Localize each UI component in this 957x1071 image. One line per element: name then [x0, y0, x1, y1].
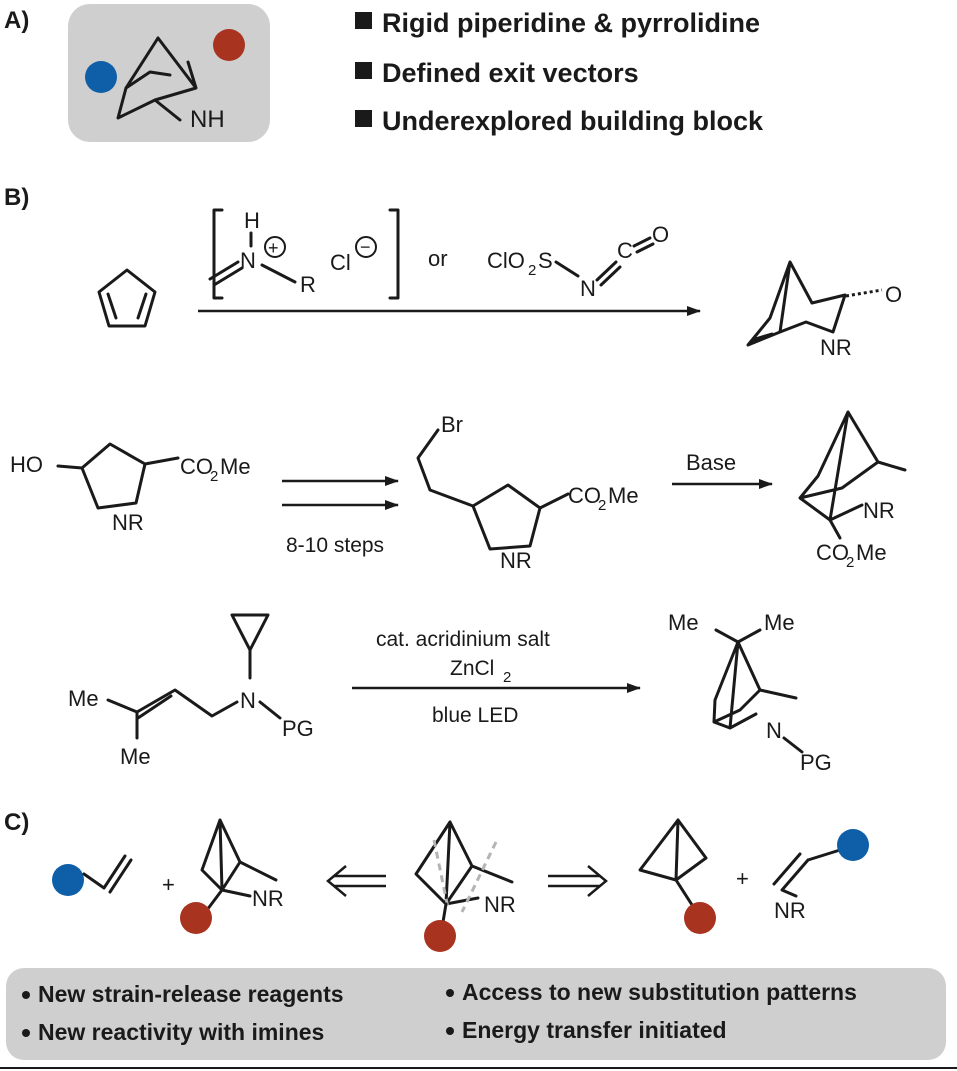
- nr-label: NR: [112, 510, 144, 535]
- summary-bullet: New strain-release reagents: [38, 981, 344, 1007]
- bullet-text: Rigid piperidine & pyrrolidine: [382, 8, 760, 38]
- cl-atom: Cl: [330, 250, 351, 275]
- me-label: Me: [120, 744, 151, 769]
- clo-subscript: 2: [528, 262, 536, 279]
- bullet-text: Underexplored building block: [382, 106, 764, 136]
- o-atom: O: [652, 222, 669, 247]
- acridinium-text: cat. acridinium salt: [376, 628, 550, 651]
- co2me-subscript: 2: [598, 497, 606, 514]
- red-substituent-dot: [180, 902, 212, 934]
- zncl-text: ZnCl: [450, 657, 494, 680]
- azabicycloheptane-ester-product: NR CO 2 Me: [798, 410, 907, 571]
- chlorosulfonyl-isocyanate-reagent: ClO 2 S N C O: [487, 222, 669, 301]
- cyclopropyl-prenyl-amine-structure: N PG Me Me: [68, 613, 314, 769]
- nr-label: NR: [500, 548, 532, 573]
- n-atom: N: [240, 688, 256, 713]
- section-c-summary-panel: [6, 968, 946, 1060]
- section-b-label: B): [4, 184, 29, 211]
- bullet-dot: [446, 1027, 454, 1035]
- red-substituent-dot: [424, 920, 456, 952]
- n-atom: N: [766, 718, 782, 743]
- h-atom: H: [244, 208, 260, 233]
- bullet-dot: [446, 989, 454, 997]
- bullet-square: [355, 12, 372, 29]
- n-atom: N: [240, 248, 256, 273]
- bromoethyl-pyrrolidine-structure: Br CO 2 Me NR: [416, 412, 639, 573]
- ho-label: HO: [10, 452, 43, 477]
- n-atom: N: [580, 276, 596, 301]
- blue-substituent-dot: [837, 829, 869, 861]
- steps-text: 8-10 steps: [286, 534, 384, 557]
- carbonyl-o: O: [885, 282, 902, 307]
- br-label: Br: [441, 412, 463, 437]
- target-azabicycle-disconnection: NR: [414, 820, 516, 952]
- section-c-label: C): [4, 809, 29, 836]
- vinyl-reagent: [52, 854, 133, 896]
- red-substituent-dot: [684, 902, 716, 934]
- bullet-dot: [22, 991, 30, 999]
- minus-charge: −: [360, 237, 371, 257]
- section-c-summary-bullets: New strain-release reagents New reactivi…: [22, 979, 857, 1045]
- me-label: Me: [764, 610, 795, 635]
- s-atom: S: [538, 248, 553, 273]
- bullet-dot: [22, 1029, 30, 1037]
- product-nr: NR: [820, 335, 852, 360]
- section-a-bullets: Rigid piperidine & pyrrolidine Defined e…: [355, 8, 764, 136]
- cyclopentadiene-structure: [97, 268, 157, 328]
- nr-label: NR: [484, 892, 516, 917]
- retrosynthesis-arrow-right: [548, 865, 608, 897]
- bullet-square: [355, 62, 372, 79]
- nh-label: NH: [190, 106, 225, 133]
- blue-exit-vector-dot: [85, 61, 117, 93]
- co2me-text: CO: [180, 454, 213, 479]
- minus-charge-circle: [355, 236, 377, 258]
- azabicycle-core-structure: NH: [85, 29, 245, 133]
- bullet-square: [355, 110, 372, 127]
- pg-label: PG: [800, 750, 832, 775]
- hashed-bond: [845, 288, 883, 298]
- zncl-subscript: 2: [503, 669, 511, 686]
- blue-substituent-dot: [52, 864, 84, 896]
- nr-label: NR: [252, 886, 284, 911]
- base-text: Base: [686, 450, 736, 475]
- nr-label: NR: [863, 498, 895, 523]
- blue-led-text: blue LED: [432, 704, 518, 727]
- dimethyl-azabicycloheptane-product: Me Me N PG: [668, 610, 832, 775]
- co2me-tail: Me: [608, 483, 639, 508]
- iminium-reagent-bracket: H N + R Cl −: [208, 208, 400, 300]
- c-atom: C: [617, 238, 633, 263]
- me-label: Me: [668, 610, 699, 635]
- summary-bullet: Energy transfer initiated: [462, 1017, 727, 1043]
- imine-reagent: NR: [772, 829, 869, 923]
- pg-label: PG: [282, 716, 314, 741]
- section-a-label: A): [4, 7, 29, 34]
- red-exit-vector-dot: [213, 29, 245, 61]
- clo-text: ClO: [487, 248, 525, 273]
- retrosynthesis-arrow-left: [326, 865, 386, 897]
- azabicycloheptenone-product: O NR: [746, 260, 902, 360]
- co2me-subscript: 2: [846, 554, 854, 571]
- azabicyclobutane-reagent: NR: [180, 818, 284, 934]
- plus-sign: +: [162, 872, 175, 897]
- me-label: Me: [68, 686, 99, 711]
- co2me-tail: Me: [856, 540, 887, 565]
- co2me-text: CO: [568, 483, 601, 508]
- co2me-tail: Me: [220, 454, 251, 479]
- summary-bullet: Access to new substitution patterns: [462, 979, 857, 1005]
- summary-bullet: New reactivity with imines: [38, 1019, 324, 1045]
- plus-charge-circle: [264, 236, 286, 258]
- bicyclobutane-reagent: [638, 818, 716, 934]
- nr-label: NR: [774, 898, 806, 923]
- bullet-text: Defined exit vectors: [382, 58, 639, 88]
- plus-charge: +: [268, 238, 279, 258]
- or-text: or: [428, 246, 448, 271]
- r-group: R: [300, 272, 316, 297]
- plus-sign: +: [736, 866, 749, 891]
- co2me-text: CO: [816, 540, 849, 565]
- hydroxyproline-ester-structure: HO CO 2 Me NR: [10, 442, 251, 535]
- co2me-subscript: 2: [210, 468, 218, 485]
